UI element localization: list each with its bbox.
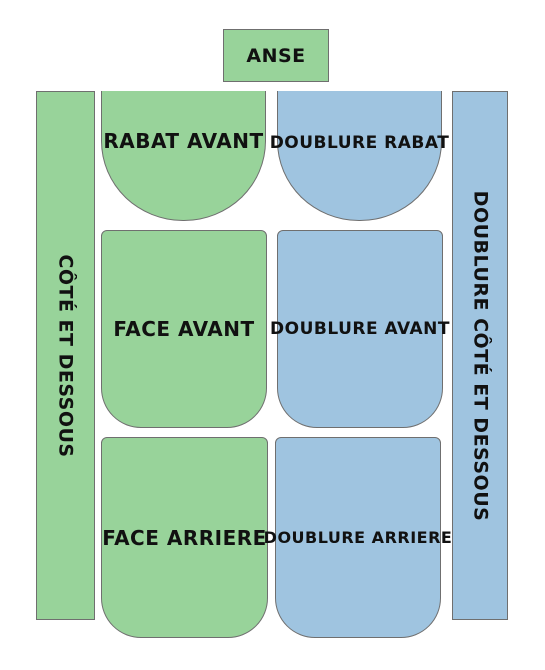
side-and-bottom-lining-piece: DOUBLURE CÔTÉ ET DESSOUS [452, 91, 508, 620]
front-lining-piece: DOUBLURE AVANT [270, 230, 449, 428]
handle-piece: ANSE [223, 29, 329, 82]
side-and-bottom-label: CÔTÉ ET DESSOUS [54, 253, 77, 458]
front-lining-label: DOUBLURE AVANT [270, 319, 450, 339]
back-face-piece: FACE ARRIERE [101, 437, 268, 638]
front-face-piece: FACE AVANT [101, 230, 267, 428]
front-face-label: FACE AVANT [113, 317, 255, 341]
back-lining-label: DOUBLURE ARRIERE [263, 528, 453, 547]
back-lining-piece: DOUBLURE ARRIERE [264, 437, 452, 638]
flap-lining-label: DOUBLURE RABAT [269, 133, 450, 153]
front-flap-piece: RABAT AVANT [101, 91, 266, 221]
side-and-bottom-piece: CÔTÉ ET DESSOUS [36, 91, 95, 620]
front-flap-label: RABAT AVANT [103, 129, 264, 153]
back-face-label: FACE ARRIERE [102, 525, 267, 550]
flap-lining-piece: DOUBLURE RABAT [270, 91, 449, 221]
side-and-bottom-lining-label: DOUBLURE CÔTÉ ET DESSOUS [469, 190, 491, 521]
handle-label: ANSE [246, 44, 306, 67]
